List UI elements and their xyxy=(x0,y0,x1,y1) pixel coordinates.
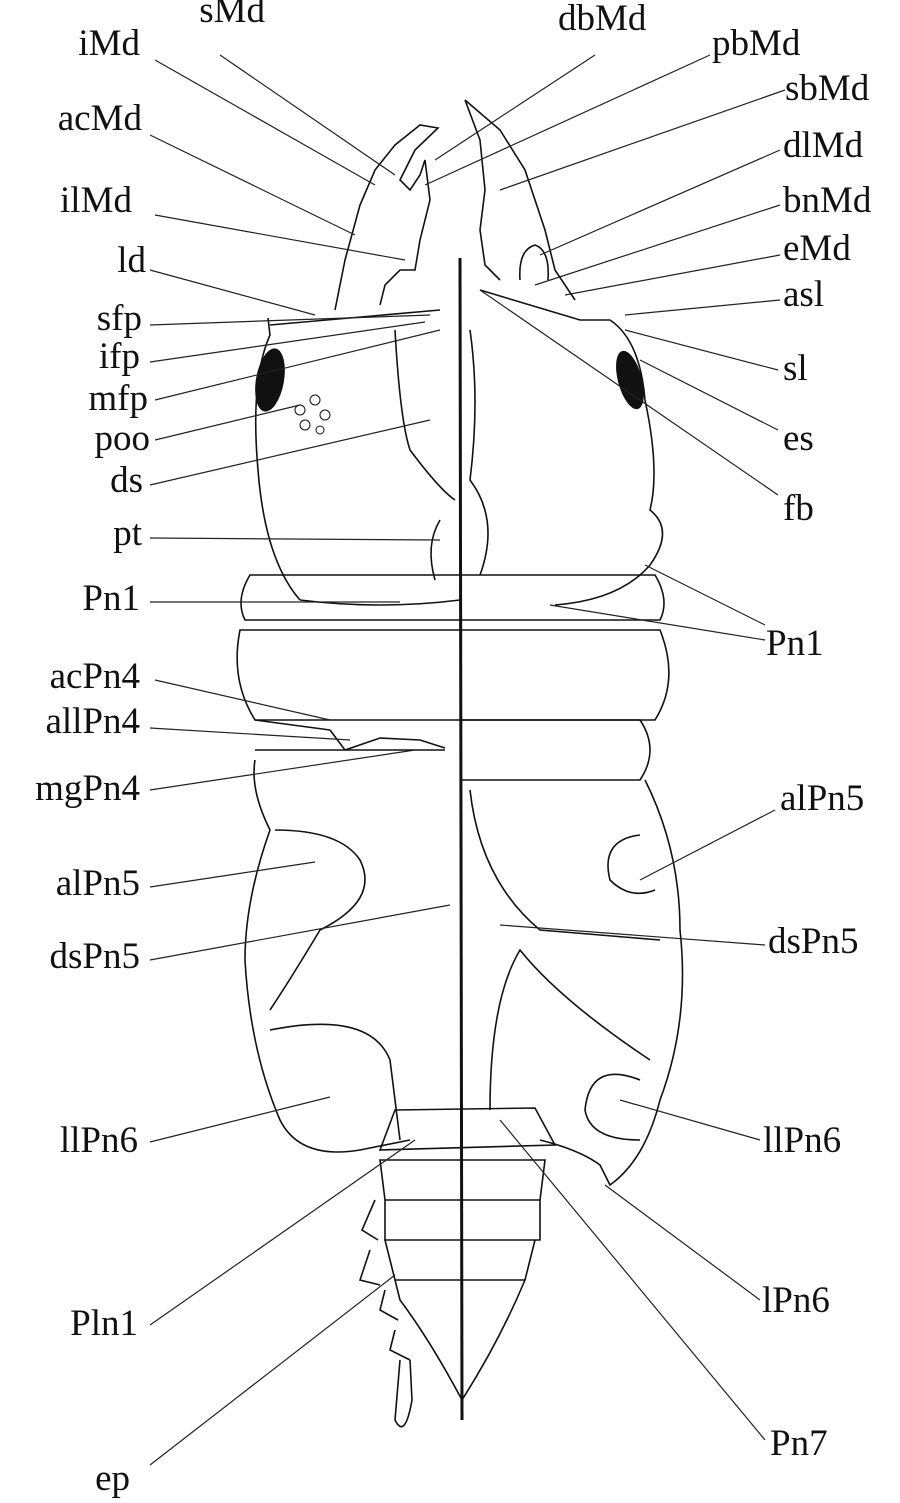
leader-line-sMd xyxy=(219,54,396,176)
poo-marks xyxy=(294,394,331,435)
leader-line-mgPn4 xyxy=(149,749,416,791)
label-alPn5: alPn5 xyxy=(56,863,140,904)
abdomen-outline xyxy=(244,759,684,1187)
leader-line-alPn5 xyxy=(149,861,316,888)
leader-line-allPn4 xyxy=(149,727,351,741)
pronotum-2 xyxy=(236,629,670,721)
leader-line-mfp xyxy=(154,329,441,401)
leader-line-dlMd xyxy=(539,149,781,256)
leader-line-Pn7 xyxy=(499,1119,766,1441)
label-dbMd: dbMd xyxy=(558,0,647,39)
leader-line-sfp xyxy=(149,314,431,326)
label-es: es xyxy=(783,418,814,459)
body-outline xyxy=(236,99,684,1428)
right-mandible xyxy=(464,99,576,301)
pronotum-1 xyxy=(240,574,665,621)
leader-line-Pn1 xyxy=(644,564,766,626)
head-sutures xyxy=(394,329,489,576)
label-ld: ld xyxy=(117,240,146,281)
leader-line-ld xyxy=(149,269,316,316)
leader-line-llPn6 xyxy=(149,1096,331,1143)
leader-line-dsPn5 xyxy=(499,924,766,946)
label-alPn5: alPn5 xyxy=(780,778,864,819)
leader-line-alPn5 xyxy=(639,809,776,881)
label-lPn6: lPn6 xyxy=(762,1280,830,1321)
label-bnMd: bnMd xyxy=(783,180,872,221)
leader-line-Pn1 xyxy=(549,604,766,641)
leader-line-acPn4 xyxy=(154,679,331,721)
label-mgPn4: mgPn4 xyxy=(35,768,140,809)
label-Pn7: Pn7 xyxy=(770,1423,828,1464)
label-fb: fb xyxy=(783,488,814,529)
midline xyxy=(458,257,464,1421)
epipodites xyxy=(358,1199,413,1428)
leader-line-eMd xyxy=(564,254,781,296)
right-mandible-base xyxy=(518,244,550,281)
label-asl: asl xyxy=(783,274,824,315)
label-mfp: mfp xyxy=(88,378,148,419)
left-lobes xyxy=(269,829,401,1141)
leader-line-bnMd xyxy=(534,204,781,286)
leader-line-Pln1 xyxy=(149,1139,416,1326)
right-lobes xyxy=(469,789,661,1141)
leader-line-dbMd xyxy=(434,54,596,161)
pronotum-4 xyxy=(254,719,446,751)
leader-line-sl xyxy=(624,329,779,371)
label-Pn1: Pn1 xyxy=(82,578,140,619)
leader-line-fb xyxy=(479,289,779,496)
head-left xyxy=(254,317,461,606)
label-dlMd: dlMd xyxy=(783,125,864,166)
leader-line-lPn6 xyxy=(604,1184,761,1301)
label-Pn1: Pn1 xyxy=(766,623,824,664)
label-allPn4: allPn4 xyxy=(45,701,140,742)
label-eMd: eMd xyxy=(783,228,851,269)
label-ilMd: ilMd xyxy=(60,180,132,221)
label-Pln1: Pln1 xyxy=(70,1303,138,1344)
pronotum-7 xyxy=(378,1107,557,1151)
leader-line-ifp xyxy=(149,321,426,363)
label-iMd: iMd xyxy=(78,23,140,64)
leader-line-acMd xyxy=(149,134,356,236)
label-dsPn5: dsPn5 xyxy=(50,936,140,977)
pt-mark xyxy=(430,519,441,581)
leader-line-es xyxy=(639,359,779,431)
label-sfp: sfp xyxy=(97,298,142,339)
leader-lines xyxy=(149,54,786,1466)
leader-line-pbMd xyxy=(424,54,711,186)
label-ep: ep xyxy=(95,1458,130,1499)
head-right xyxy=(269,289,664,606)
leader-line-sbMd xyxy=(499,89,786,191)
label-llPn6: llPn6 xyxy=(763,1120,841,1161)
left-eye xyxy=(255,348,285,412)
leader-line-poo xyxy=(154,404,301,441)
label-dsPn5: dsPn5 xyxy=(768,921,858,962)
left-mandible xyxy=(334,124,440,311)
leader-line-pt xyxy=(149,537,441,541)
label-poo: poo xyxy=(95,418,151,459)
label-pbMd: pbMd xyxy=(712,23,801,64)
leader-line-llPn6 xyxy=(619,1099,761,1141)
leader-line-asl xyxy=(624,299,781,316)
label-llPn6: llPn6 xyxy=(60,1120,138,1161)
pleon-segments xyxy=(379,1159,546,1402)
leader-line-ilMd xyxy=(154,214,406,261)
leader-line-dsPn5 xyxy=(149,904,451,961)
label-ifp: ifp xyxy=(99,336,140,377)
label-ds: ds xyxy=(110,460,143,501)
leader-line-ep xyxy=(149,1274,396,1466)
label-sl: sl xyxy=(783,348,808,389)
label-sbMd: sbMd xyxy=(785,68,870,109)
label-acPn4: acPn4 xyxy=(50,656,140,697)
label-sMd: sMd xyxy=(199,0,265,31)
leader-line-ds xyxy=(149,419,431,486)
label-acMd: acMd xyxy=(58,98,143,139)
leader-line-iMd xyxy=(154,59,376,186)
label-pt: pt xyxy=(113,513,143,554)
pronotum-4b xyxy=(255,719,651,781)
right-eye xyxy=(616,350,644,410)
